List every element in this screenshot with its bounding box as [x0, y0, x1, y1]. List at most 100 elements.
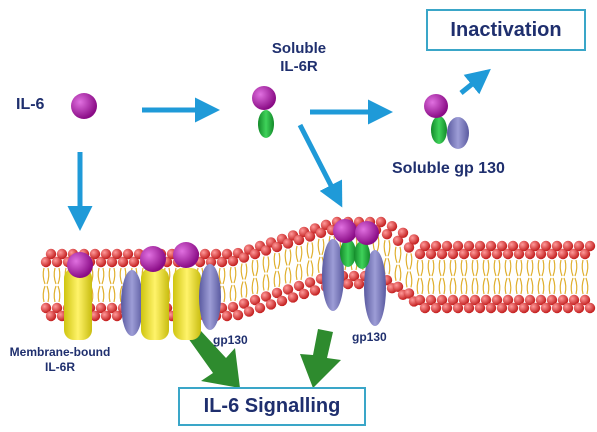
lipid-head	[89, 310, 101, 322]
lipid-head	[403, 288, 415, 299]
lipid-tail	[42, 267, 50, 285]
lipid-head	[551, 240, 563, 252]
lipid-head	[397, 227, 409, 238]
lipid-tail	[229, 266, 237, 284]
lipid-head	[40, 256, 52, 268]
lipid-tail	[449, 277, 457, 295]
lipid-head	[392, 281, 404, 292]
lipid-head	[480, 294, 492, 306]
lipid-head	[122, 248, 134, 260]
lipid-tail	[295, 263, 303, 281]
lipid-tail	[394, 264, 402, 281]
lipid-head	[375, 216, 387, 228]
lipid-head	[309, 285, 321, 296]
lipid-head	[584, 240, 596, 252]
lipid-tail	[108, 285, 116, 303]
membrane-il6-ligand-a	[67, 252, 93, 278]
lipid-tail	[570, 259, 578, 277]
lipid-head	[403, 242, 415, 253]
lipid-tail	[229, 284, 237, 302]
lipid-tail	[438, 277, 446, 295]
lipid-tail	[251, 277, 259, 295]
lipid-tail	[581, 277, 589, 295]
lipid-head	[304, 277, 316, 288]
lipid-tail	[515, 277, 523, 295]
soluble-il6r-label: Soluble IL-6R	[271, 40, 327, 75]
lipid-head	[249, 294, 261, 306]
lipid-head	[111, 248, 123, 260]
membrane-receptor-complex-left	[64, 242, 221, 340]
membrane-il6r-a	[64, 268, 92, 340]
soluble-gp130-il6r	[431, 116, 447, 144]
lipid-tail	[273, 270, 281, 288]
lipid-head	[414, 248, 426, 260]
gp130-label-right: gp130	[352, 330, 387, 344]
lipid-head	[271, 287, 283, 299]
lipid-head	[573, 240, 585, 252]
soluble-il6r-bound-a	[340, 239, 356, 267]
lipid-head	[458, 248, 470, 260]
lipid-head	[45, 248, 57, 260]
lipid-tail	[416, 277, 424, 295]
membrane-receptor-complex-right	[322, 219, 386, 326]
lipid-tail	[53, 285, 61, 303]
soluble-gp130-label: Soluble gp 130	[392, 160, 505, 177]
lipid-tail	[108, 267, 116, 285]
lipid-head	[474, 302, 486, 314]
lipid-head	[210, 248, 222, 260]
lipid-tail	[240, 263, 248, 280]
lipid-tail	[284, 267, 292, 284]
lipid-head	[513, 248, 525, 260]
signal-arrow-left	[188, 331, 240, 388]
lipid-tail	[471, 259, 479, 277]
lipid-tail	[493, 277, 501, 295]
lipid-head	[106, 256, 118, 268]
lipid-head	[95, 302, 107, 314]
lipid-head	[463, 240, 475, 252]
lipid-tail	[306, 260, 314, 277]
lipid-head	[227, 255, 239, 267]
soluble-il6r-receptor	[258, 110, 274, 138]
soluble-gp130-protein	[447, 117, 469, 149]
lipid-head	[469, 294, 481, 306]
lipid-head	[524, 294, 536, 306]
lipid-head	[249, 248, 261, 260]
lipid-head	[425, 294, 437, 306]
lipid-head	[496, 240, 508, 252]
lipid-tail	[504, 277, 512, 295]
lipid-head	[573, 302, 585, 314]
lipid-head	[485, 302, 497, 314]
lipid-head	[95, 256, 107, 268]
lipid-head	[128, 256, 140, 268]
lipid-head	[452, 302, 464, 314]
lipid-head	[100, 310, 112, 322]
lipid-head	[557, 248, 569, 260]
lipid-head	[271, 241, 283, 253]
lipid-head	[238, 298, 250, 309]
lipid-head	[496, 302, 508, 314]
lipid-head	[524, 248, 536, 260]
gp130-protein-a	[121, 270, 143, 336]
lipid-head	[304, 231, 316, 242]
lipid-head	[452, 240, 464, 252]
lipid-tail	[383, 240, 391, 257]
gp130-protein-c	[322, 239, 344, 311]
soluble-il6r-complex	[252, 86, 276, 138]
lipid-head	[265, 299, 277, 310]
lipid-head	[106, 302, 118, 314]
lipid-tail	[526, 259, 534, 277]
bound-il6-ligand-b	[355, 221, 379, 245]
lipid-head	[518, 240, 530, 252]
membrane-il6-ligand-b	[140, 246, 166, 272]
membrane-bound-il6r-label: Membrane-bound IL-6R	[9, 345, 111, 374]
lipid-tail	[394, 246, 402, 264]
lipid-head	[491, 248, 503, 260]
lipid-head	[419, 302, 431, 314]
il6-label: IL-6	[16, 96, 45, 113]
lipid-head	[293, 280, 305, 292]
lipid-head	[238, 252, 250, 263]
lipid-head	[282, 238, 294, 249]
lipid-tail	[537, 259, 545, 277]
lipid-tail	[460, 259, 468, 277]
